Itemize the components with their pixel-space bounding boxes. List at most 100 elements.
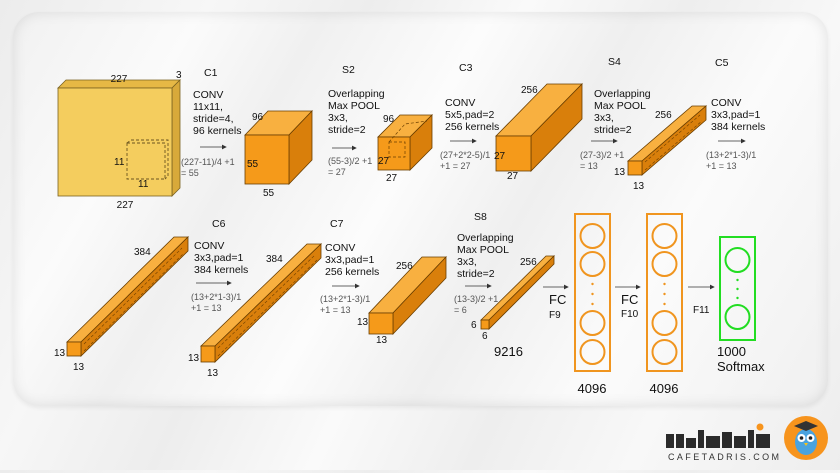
b6-width-label: 13 — [207, 368, 219, 379]
s4-formula: (27-3)/2 +1 — [580, 150, 624, 160]
c3-formula: +1 = 27 — [440, 161, 471, 171]
site-url: CAFETADRIS.COM — [668, 452, 781, 462]
kernel-h-label: 11 — [114, 157, 125, 168]
b1-height-label: 55 — [247, 159, 259, 170]
c1-line: stride=4, — [193, 113, 234, 125]
c5-line: 384 kernels — [711, 121, 765, 133]
c1-line: 11x11, — [193, 101, 223, 113]
s8-line: Overlapping — [457, 232, 514, 244]
volume-27x27x256 — [495, 83, 583, 172]
neuron — [724, 247, 751, 273]
s8-line: 3x3, — [457, 256, 477, 268]
s8-formula: (13-3)/2 +1 — [454, 294, 498, 304]
input-width-label: 227 — [111, 74, 128, 85]
c7-line: 256 kernels — [325, 266, 379, 278]
c3-line: 256 kernels — [445, 121, 499, 133]
s4-line: Max POOL — [594, 100, 646, 112]
c5-operation: CONV 3x3,pad=1 384 kernels — [711, 97, 765, 133]
c3-name: C3 — [459, 62, 473, 74]
c6-name: C6 — [212, 218, 226, 230]
c6-line: 3x3,pad=1 — [194, 252, 243, 264]
softmax-label: Softmax — [717, 359, 765, 374]
volume-27x27x96 — [377, 114, 433, 171]
b8-depth-label: 256 — [520, 257, 537, 268]
s8-formula: = 6 — [454, 305, 467, 315]
s2-line: Overlapping — [328, 88, 385, 100]
b6-height-label: 13 — [188, 353, 200, 364]
c1-line: CONV — [193, 89, 223, 101]
softmax-units-label: 1000 — [717, 344, 746, 359]
f10-type: FC — [621, 292, 638, 307]
s4-line: Overlapping — [594, 88, 651, 100]
s4-line: 3x3, — [594, 112, 614, 124]
b7-depth-label: 256 — [396, 261, 413, 272]
b7-width-label: 13 — [376, 335, 388, 346]
b4-depth-label: 256 — [655, 110, 672, 121]
s2-line: 3x3, — [328, 112, 348, 124]
kernel-window — [126, 139, 169, 180]
c6-formula: (13+2*1-3)/1 — [191, 292, 241, 302]
c7-line: CONV — [325, 242, 355, 254]
c7-formula: +1 = 13 — [320, 305, 351, 315]
c6-line: CONV — [194, 240, 224, 252]
c6-line: 384 kernels — [194, 264, 248, 276]
s8-name: S8 — [474, 211, 487, 223]
b8-height-label: 6 — [471, 320, 477, 331]
input-depth-label: 3 — [176, 70, 182, 81]
volume-13x13x256 — [626, 105, 708, 176]
c5-line: CONV — [711, 97, 741, 109]
s8-line: stride=2 — [457, 268, 495, 280]
neuron — [651, 251, 678, 277]
volume-6x6x256 — [480, 255, 555, 330]
softmax-layer — [719, 236, 756, 341]
s2-line: Max POOL — [328, 100, 380, 112]
c5-formula: +1 = 13 — [706, 161, 737, 171]
c3-line: 5x5,pad=2 — [445, 109, 494, 121]
c6-formula: +1 = 13 — [191, 303, 222, 313]
b1-width-label: 55 — [263, 188, 275, 199]
f9-units-label: 4096 — [578, 381, 607, 396]
s2-line: stride=2 — [328, 124, 366, 136]
fc-layer-4096-a — [574, 213, 611, 372]
volume-55x55x96 — [244, 110, 313, 185]
b5-width-label: 13 — [73, 362, 85, 373]
b4-width-label: 13 — [633, 181, 645, 192]
f9-name: F9 — [549, 310, 561, 321]
c5-formula: (13+2*1-3)/1 — [706, 150, 756, 160]
c1-formula: = 55 — [181, 168, 199, 178]
volume-13x13x384-b — [200, 243, 322, 363]
b2-width-label: 27 — [386, 173, 398, 184]
diagram-card — [13, 12, 828, 406]
c5-name: C5 — [715, 57, 729, 69]
fc-layer-4096-b — [646, 213, 683, 372]
b8-width-label: 6 — [482, 331, 488, 342]
b2-height-label: 27 — [378, 156, 390, 167]
neuron — [724, 304, 751, 330]
s4-name: S4 — [608, 56, 621, 68]
s8-line: Max POOL — [457, 244, 509, 256]
c1-name: C1 — [204, 67, 218, 79]
c3-line: CONV — [445, 97, 475, 109]
c3-formula: (27+2*2-5)/1 — [440, 150, 490, 160]
neuron — [579, 223, 606, 249]
s2-formula: = 27 — [328, 167, 346, 177]
c1-line: 96 kernels — [193, 125, 241, 137]
c7-name: C7 — [330, 218, 344, 230]
s2-formula: (55-3)/2 +1 — [328, 156, 372, 166]
b2-depth-label: 96 — [383, 114, 395, 125]
input-height-label: 227 — [117, 200, 134, 211]
neuron — [651, 310, 678, 336]
b1-depth-label: 96 — [252, 112, 264, 123]
neuron — [579, 339, 606, 365]
f11-name: F11 — [693, 305, 710, 316]
s4-line: stride=2 — [594, 124, 632, 136]
c1-operation: CONV 11x11, stride=4, 96 kernels — [193, 89, 241, 137]
b3-height-label: 27 — [494, 151, 506, 162]
s8-operation: Overlapping Max POOL 3x3, stride=2 — [457, 232, 514, 280]
c1-formula: (227-11)/4 +1 — [181, 157, 235, 167]
c7-formula: (13+2*1-3)/1 — [320, 294, 370, 304]
s4-operation: Overlapping Max POOL 3x3, stride=2 — [594, 88, 651, 136]
b5-height-label: 13 — [54, 348, 66, 359]
f9-type: FC — [549, 292, 566, 307]
